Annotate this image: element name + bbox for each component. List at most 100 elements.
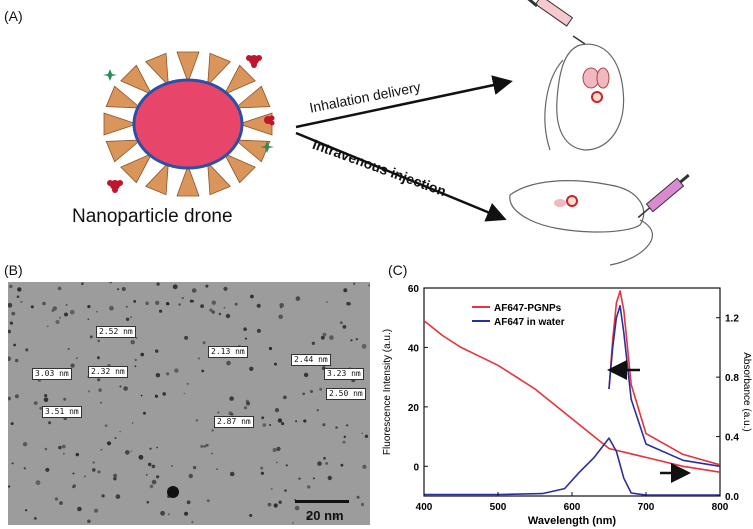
cone-ligand bbox=[103, 112, 138, 136]
y2-axis-label: Absorbance (a.u.) bbox=[741, 352, 752, 432]
nanoparticle-dot bbox=[256, 328, 261, 333]
nanoparticle-dot bbox=[166, 372, 170, 376]
size-label: 2.44 nm bbox=[291, 354, 331, 366]
nanoparticle-dot bbox=[211, 452, 213, 455]
nanoparticle-dot bbox=[123, 386, 128, 391]
size-label: 2.50 nm bbox=[326, 388, 366, 400]
nanoparticle-dot bbox=[75, 357, 78, 360]
series-line-1 bbox=[608, 290, 721, 466]
nanoparticle-dot bbox=[11, 462, 14, 465]
nanoparticle-dot bbox=[211, 429, 214, 432]
nanoparticle-dot bbox=[323, 456, 326, 460]
nanoparticle-dot bbox=[63, 453, 65, 455]
cone-ligand bbox=[120, 64, 153, 96]
nanoparticle-dot bbox=[234, 302, 238, 306]
nanoparticle-dot bbox=[54, 497, 59, 501]
nanoparticle-dot bbox=[274, 362, 277, 366]
nanoparticle-dot bbox=[272, 448, 277, 452]
nanoparticle-dot bbox=[283, 395, 287, 400]
tem-micrograph: 2.52 nm 2.13 nm 2.44 nm 3.23 nm 3.03 nm … bbox=[8, 282, 370, 525]
nanoparticle-dot bbox=[205, 443, 209, 447]
nanoparticle-dot bbox=[64, 312, 68, 317]
nanoparticle-dot bbox=[356, 495, 360, 499]
nanoparticle-dot bbox=[48, 421, 52, 425]
nanoparticle-dot bbox=[67, 348, 70, 350]
nanoparticle-dot bbox=[243, 406, 248, 410]
nanoparticle-dot bbox=[166, 302, 170, 306]
nanoparticle-dot bbox=[140, 352, 144, 357]
nanoparticle-dot bbox=[262, 423, 267, 427]
nanoparticle-dot bbox=[174, 368, 179, 373]
nanoparticle-dot bbox=[143, 411, 146, 415]
nanoparticle-dot bbox=[35, 480, 41, 486]
green-star-ligand-icon bbox=[260, 141, 274, 153]
nanoparticle-dot bbox=[285, 464, 288, 467]
nanoparticle-dot bbox=[22, 442, 28, 447]
nanoparticle-dot bbox=[15, 358, 19, 363]
nanoparticle-dot bbox=[209, 308, 213, 312]
cone-ligand bbox=[105, 139, 142, 163]
nanoparticle-dot bbox=[368, 284, 370, 287]
nanoparticle-dot bbox=[181, 296, 184, 300]
nanoparticle-dot bbox=[295, 420, 298, 423]
cone-ligand bbox=[207, 161, 232, 196]
nanoparticle-dot bbox=[191, 288, 197, 293]
nanoparticle-dot bbox=[200, 444, 204, 448]
nanoparticle-dot bbox=[75, 452, 80, 457]
nanoparticle-dot bbox=[9, 321, 13, 325]
nanoparticle-dot bbox=[97, 378, 101, 382]
nanoparticle-dot bbox=[125, 317, 130, 321]
nanoparticle-dot bbox=[217, 411, 220, 414]
cone-ligand bbox=[207, 52, 232, 87]
nanoparticle-dot bbox=[146, 500, 150, 504]
drone-caption: Nanoparticle drone bbox=[72, 206, 233, 227]
nanoparticle-dot bbox=[149, 484, 154, 489]
nanoparticle-dot bbox=[342, 325, 347, 329]
y2-tick-label: 0.0 bbox=[725, 492, 739, 503]
y-tick-label: 0 bbox=[413, 462, 419, 473]
scale-bar-label: 20 nm bbox=[306, 508, 344, 523]
nanoparticle-dot bbox=[361, 432, 364, 435]
nanoparticle-dot bbox=[172, 284, 178, 290]
nanoparticle-dot bbox=[326, 301, 328, 303]
nanoparticle-dot bbox=[104, 424, 108, 427]
nanoparticle-dot bbox=[109, 305, 114, 311]
nanoparticle-dot bbox=[70, 363, 75, 368]
nanoparticle-dot bbox=[130, 340, 135, 345]
nanoparticle-dot bbox=[25, 348, 29, 352]
nanoparticle-dot bbox=[343, 435, 346, 438]
nanoparticle-dot bbox=[63, 397, 67, 401]
nanoparticle-dot bbox=[46, 325, 49, 328]
nanoparticle-dot bbox=[145, 301, 149, 305]
nanoparticle-cluster bbox=[167, 486, 179, 498]
nanoparticle-dot bbox=[92, 468, 96, 472]
nanoparticle-dot bbox=[94, 508, 99, 513]
nanoparticle-dot bbox=[186, 500, 191, 505]
y-tick-label: 60 bbox=[408, 284, 420, 295]
nanoparticle-dot bbox=[100, 401, 102, 404]
nanoparticle-dot bbox=[197, 357, 201, 360]
panel-a-label: (A) bbox=[4, 8, 23, 24]
nanoparticle-drone-diagram bbox=[103, 51, 275, 197]
nanoparticle-dot bbox=[192, 465, 197, 470]
nanoparticle-dot bbox=[109, 282, 113, 284]
nanoparticle-dot bbox=[269, 424, 272, 426]
nanoparticle-dot bbox=[145, 473, 148, 476]
nanoparticle-dot bbox=[52, 306, 57, 311]
nanoparticle-dot bbox=[72, 472, 75, 475]
y-axis-label: Fluorescence Intensity (a.u.) bbox=[382, 329, 393, 455]
cone-ligand bbox=[176, 164, 200, 197]
nanoparticle-dot bbox=[135, 337, 138, 339]
nanoparticle-dot bbox=[100, 448, 103, 451]
cone-ligand bbox=[234, 139, 271, 163]
nanoparticle-dot bbox=[89, 335, 93, 339]
nanoparticle-dot bbox=[186, 382, 189, 385]
nanoparticle-dot bbox=[39, 406, 43, 410]
nanoparticle-dot bbox=[340, 463, 344, 467]
nanoparticle-dot bbox=[25, 509, 28, 512]
nanoparticle-dot bbox=[249, 366, 254, 371]
red-flower-ligand-icon bbox=[246, 55, 262, 68]
y-tick-label: 20 bbox=[408, 403, 420, 414]
nanoparticle-dot bbox=[134, 358, 137, 362]
nanoparticle-dot bbox=[292, 522, 294, 524]
